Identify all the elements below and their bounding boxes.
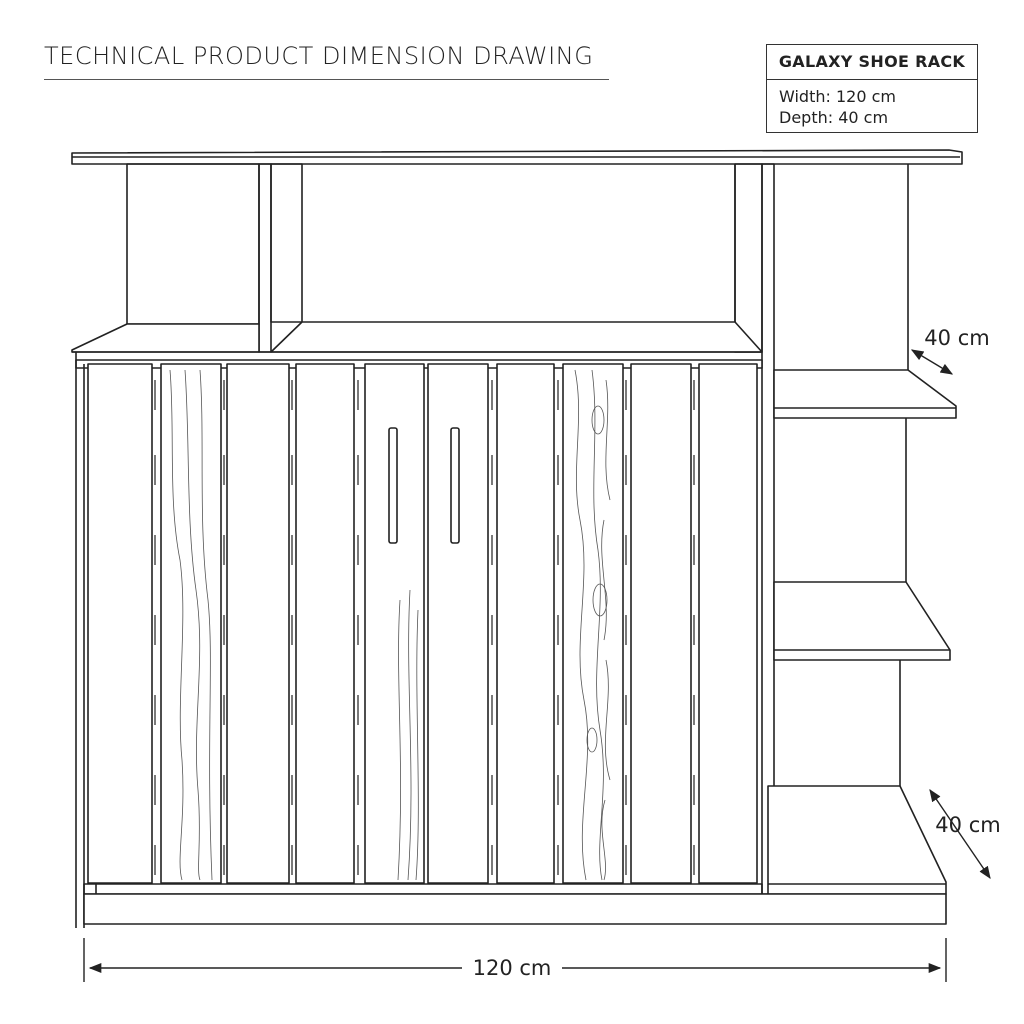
top-board — [71, 149, 963, 165]
shelf-depth-label: 40 cm — [924, 326, 989, 350]
door-slats — [87, 363, 758, 884]
page-title: TECHNICAL PRODUCT DIMENSION DRAWING — [44, 42, 594, 70]
wood-grain — [169, 369, 611, 881]
base-depth-label: 40 cm — [935, 813, 1000, 837]
base-plinth — [83, 893, 947, 925]
title-underline — [44, 79, 609, 80]
side-shelves — [767, 164, 957, 895]
spec-depth: Depth: 40 cm — [779, 108, 889, 127]
product-name: GALAXY SHOE RACK — [767, 45, 977, 80]
spec-box: GALAXY SHOE RACK Width: 120 cm Depth: 40… — [766, 44, 978, 133]
spec-width: Width: 120 cm — [779, 87, 896, 106]
upper-compartments — [71, 163, 775, 895]
spec-list: Width: 120 cm Depth: 40 cm — [767, 80, 977, 128]
width-dimension-label: 120 cm — [473, 956, 552, 980]
slat-separators — [154, 380, 695, 875]
dimension-lines — [83, 349, 991, 982]
door-handles — [388, 427, 460, 544]
